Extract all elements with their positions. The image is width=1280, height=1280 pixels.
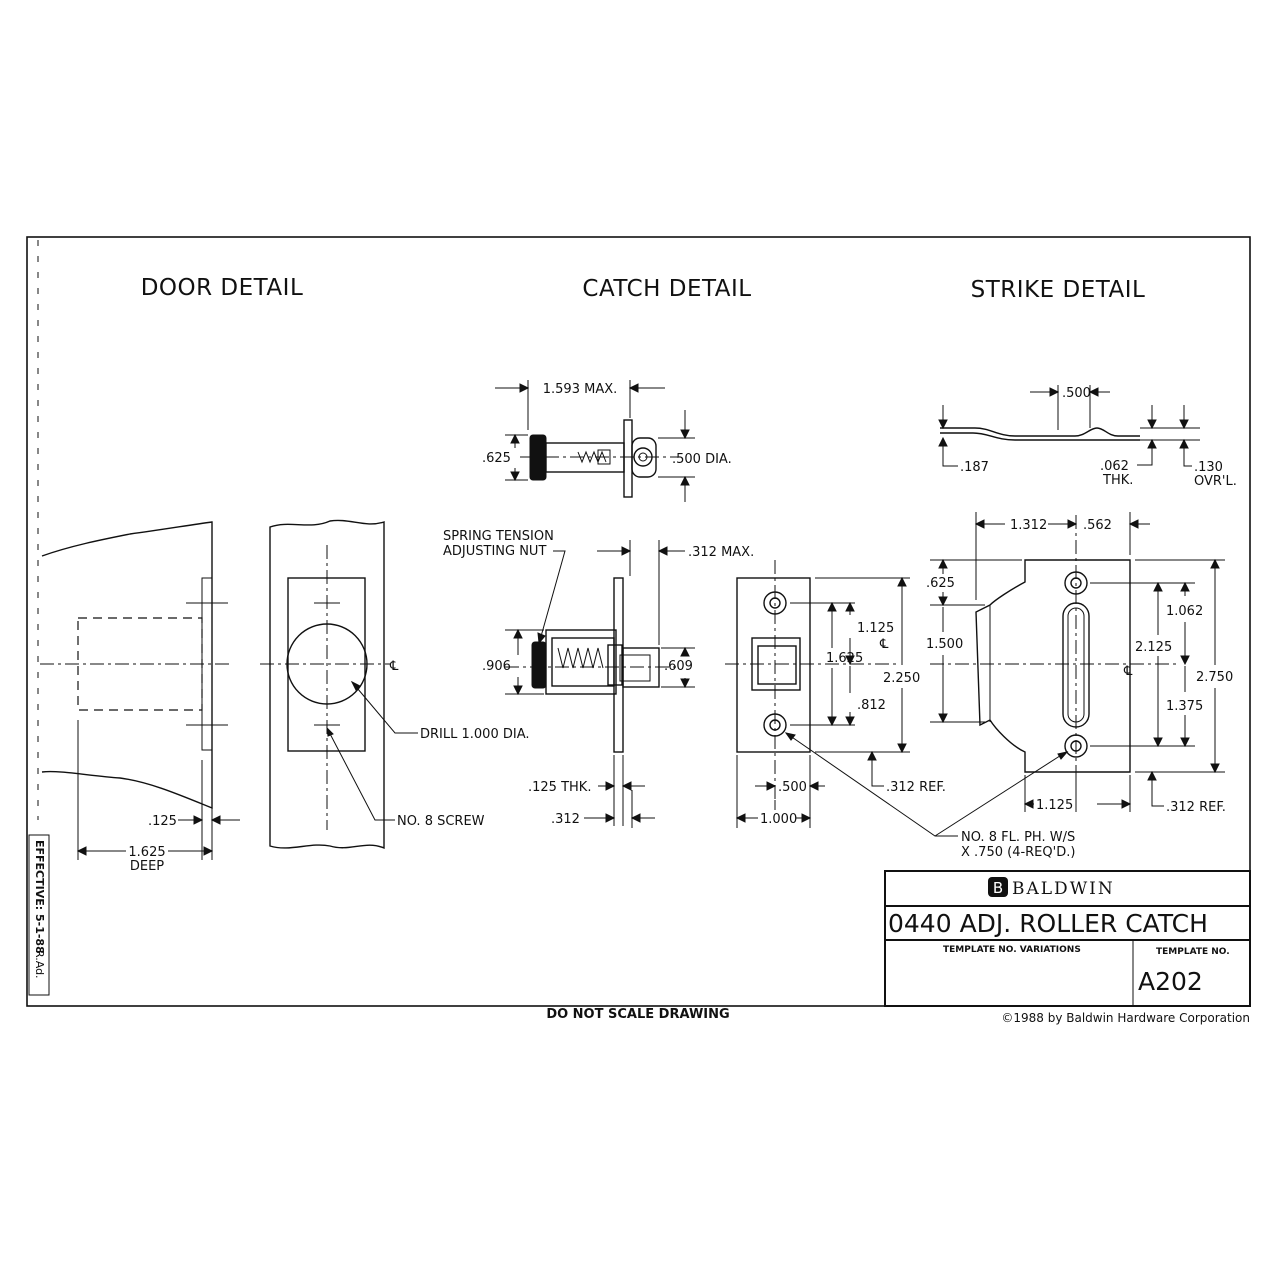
drill-note: DRILL 1.000 DIA.: [420, 727, 529, 742]
strike-dim-1375: 1.375: [1166, 699, 1203, 714]
catch-front-view: [725, 560, 900, 800]
catch-top-view: [520, 419, 680, 498]
template-no-label: TEMPLATE NO.: [1156, 947, 1230, 957]
strike-dim-187: .187: [960, 460, 989, 475]
catch-side-view: [505, 577, 680, 753]
strike-dim-130-ovrl: OVR'L.: [1194, 474, 1237, 489]
door-detail-title: DOOR DETAIL: [141, 275, 304, 301]
template-number: A202: [1138, 967, 1203, 996]
catch-dim-625: .625: [482, 451, 511, 466]
screw-note-line1: NO. 8 FL. PH. W/S: [961, 830, 1075, 845]
catch-dim-906: .906: [482, 659, 511, 674]
strike-dim-2750: 2.750: [1196, 670, 1233, 685]
door-centerline-symbol: ℄: [389, 659, 399, 674]
plate-dim-2250: 2.250: [883, 671, 920, 686]
strike-dim-130: .130: [1194, 460, 1223, 475]
catch-dim-dia: .500 DIA.: [672, 452, 732, 467]
spring-note-line2: ADJUSTING NUT: [443, 544, 546, 559]
strike-dim-1062: 1.062: [1166, 604, 1203, 619]
strike-dim-625: .625: [926, 576, 955, 591]
product-title: 0440 ADJ. ROLLER CATCH: [888, 909, 1208, 938]
plate-dim-1000: 1.000: [760, 812, 797, 827]
door-side-view: [40, 521, 230, 810]
strike-dim-062-thk: THK.: [1102, 473, 1133, 488]
plate-dim-1125: 1.125: [857, 621, 894, 636]
title-block: B BALDWIN 0440 ADJ. ROLLER CATCH TEMPLAT…: [884, 870, 1251, 1007]
door-dim-depth: 1.625: [128, 845, 165, 860]
copyright: ©1988 by Baldwin Hardware Corporation: [1001, 1011, 1250, 1025]
strike-dim-562: .562: [1083, 518, 1112, 533]
plate-dim-312-ref: .312 REF.: [886, 780, 946, 795]
plate-dim-1625: 1.625: [826, 651, 863, 666]
strike-dim-312-ref: .312 REF.: [1166, 800, 1226, 815]
catch-detail-title: CATCH DETAIL: [582, 276, 751, 302]
spring-note-line1: SPRING TENSION: [443, 529, 554, 544]
strike-profile-view: [940, 427, 1140, 441]
strike-dim-1500: 1.500: [926, 637, 963, 652]
effective-initials: R.Ad.: [33, 950, 46, 979]
door-screw-note: NO. 8 SCREW: [397, 814, 485, 829]
brand-name: BALDWIN: [1012, 879, 1115, 899]
screw-note-line2: X .750 (4-REQ'D.): [961, 845, 1075, 860]
strike-plate-view: [930, 515, 1180, 800]
strike-dim-2125: 2.125: [1135, 640, 1172, 655]
catch-dim-125-thk: .125 THK.: [528, 780, 591, 795]
baldwin-logo-initial: B: [993, 879, 1003, 897]
plate-dim-500: .500: [778, 780, 807, 795]
sheet-border: [26, 236, 1251, 1007]
strike-dim-1312: 1.312: [1010, 518, 1047, 533]
effective-date: EFFECTIVE: 5-1-88: [33, 840, 46, 954]
door-dim-125: .125: [148, 814, 177, 829]
catch-centerline-symbol: ℄: [879, 637, 889, 652]
catch-dim-312: .312: [551, 812, 580, 827]
catch-dim-max-top: 1.593 MAX.: [543, 382, 618, 397]
door-dim-deep-label: DEEP: [130, 859, 164, 874]
strike-dim-1125: 1.125: [1036, 798, 1073, 813]
door-edge-view: ℄: [260, 519, 399, 850]
catch-dim-609: .609: [664, 659, 693, 674]
template-variations-label: TEMPLATE NO. VARIATIONS: [943, 945, 1081, 955]
do-not-scale-note: DO NOT SCALE DRAWING: [546, 1007, 729, 1022]
plate-dim-812: .812: [857, 698, 886, 713]
strike-detail-title: STRIKE DETAIL: [971, 277, 1146, 303]
strike-dim-500: .500: [1062, 386, 1091, 401]
catch-dim-312-max: .312 MAX.: [688, 545, 754, 560]
strike-dim-062: .062: [1100, 459, 1129, 474]
strike-centerline-symbol: ℄: [1123, 664, 1133, 679]
baldwin-logo-mark: [988, 877, 1008, 897]
